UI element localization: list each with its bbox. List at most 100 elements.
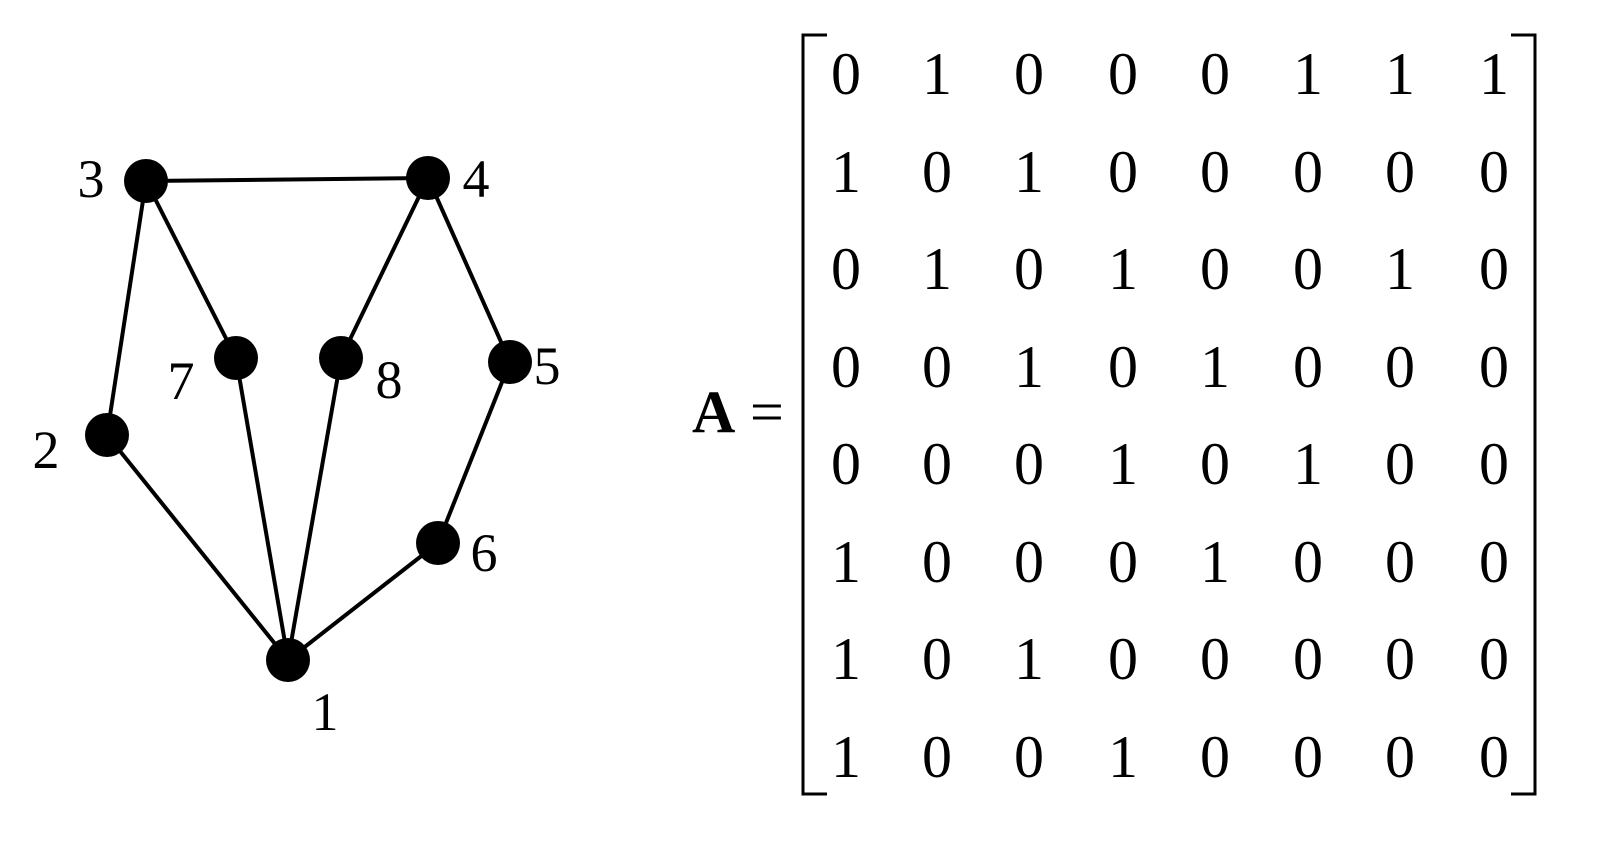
node-label-7: 7 (168, 351, 195, 411)
matrix-cell-r4-c8: 0 (1479, 334, 1509, 400)
matrix-cell-r3-c7: 1 (1385, 236, 1415, 302)
edge-3-4 (145, 176, 429, 183)
matrix-cell-r8-c5: 0 (1200, 724, 1230, 790)
matrix-cell-r3-c1: 0 (831, 236, 861, 302)
matrix-cell-r5-c5: 0 (1200, 431, 1230, 497)
matrix-cell-r7-c3: 1 (1014, 626, 1044, 692)
matrix-symbol: A (692, 379, 735, 445)
matrix-cell-r8-c7: 0 (1385, 724, 1415, 790)
matrix-cell-r8-c1: 1 (831, 724, 861, 790)
matrix-equals-sign: = (750, 379, 784, 445)
matrix-cell-r6-c6: 0 (1293, 529, 1323, 595)
matrix-cell-r5-c7: 0 (1385, 431, 1415, 497)
matrix-cell-r3-c8: 0 (1479, 236, 1509, 302)
matrix-cell-r7-c7: 0 (1385, 626, 1415, 692)
matrix-cell-r8-c3: 0 (1014, 724, 1044, 790)
node-label-4: 4 (463, 149, 490, 209)
matrix-cell-r3-c3: 0 (1014, 236, 1044, 302)
edge-3-2 (105, 180, 148, 436)
edge-4-8 (339, 177, 430, 359)
node-2 (85, 413, 129, 457)
matrix-cell-r7-c6: 0 (1293, 626, 1323, 692)
matrix-cell-r6-c8: 0 (1479, 529, 1509, 595)
matrix-cell-r2-c3: 1 (1014, 139, 1044, 205)
matrix-cell-r6-c1: 1 (831, 529, 861, 595)
node-6 (416, 521, 460, 565)
matrix-cell-r4-c2: 0 (922, 334, 952, 400)
matrix-cell-r5-c3: 0 (1014, 431, 1044, 497)
matrix-cell-r4-c4: 0 (1108, 334, 1138, 400)
matrix-cell-r4-c7: 0 (1385, 334, 1415, 400)
matrix-cell-r7-c8: 0 (1479, 626, 1509, 692)
matrix-cell-r8-c2: 0 (922, 724, 952, 790)
matrix-cell-r1-c6: 1 (1293, 41, 1323, 107)
matrix-cell-r8-c6: 0 (1293, 724, 1323, 790)
matrix-cell-r2-c7: 0 (1385, 139, 1415, 205)
matrix-cell-r5-c8: 0 (1479, 431, 1509, 497)
node-label-1: 1 (312, 682, 339, 742)
matrix-cell-r7-c1: 1 (831, 626, 861, 692)
matrix-cell-r6-c5: 1 (1200, 529, 1230, 595)
node-label-3: 3 (78, 149, 105, 209)
matrix-cell-r7-c2: 0 (922, 626, 952, 692)
matrix-cell-r6-c3: 0 (1014, 529, 1044, 595)
edge-8-1 (286, 357, 343, 661)
matrix-cell-r3-c6: 0 (1293, 236, 1323, 302)
matrix-cell-r1-c5: 0 (1200, 41, 1230, 107)
matrix-cell-r2-c4: 0 (1108, 139, 1138, 205)
matrix-cell-r4-c5: 1 (1200, 334, 1230, 400)
node-7 (214, 336, 258, 380)
matrix-cell-r5-c6: 1 (1293, 431, 1323, 497)
node-label-2: 2 (33, 420, 60, 480)
node-4 (406, 156, 450, 200)
node-label-5: 5 (534, 336, 561, 396)
matrix-cell-r3-c2: 1 (922, 236, 952, 302)
matrix-cell-r5-c1: 0 (831, 431, 861, 497)
matrix-cell-r1-c1: 0 (831, 41, 861, 107)
matrix-cell-r8-c4: 1 (1108, 724, 1138, 790)
matrix-cell-r2-c2: 0 (922, 139, 952, 205)
edge-3-7 (144, 180, 238, 359)
matrix-cell-r1-c7: 1 (1385, 41, 1415, 107)
matrix-cell-r4-c1: 0 (831, 334, 861, 400)
edge-6-1 (286, 541, 440, 662)
matrix-cell-r3-c5: 0 (1200, 236, 1230, 302)
matrix-cell-r5-c4: 1 (1108, 431, 1138, 497)
matrix-cell-r1-c8: 1 (1479, 41, 1509, 107)
node-1 (266, 638, 310, 682)
graph-edges (105, 176, 512, 662)
edge-4-5 (426, 177, 512, 363)
matrix-cell-r2-c1: 1 (831, 139, 861, 205)
matrix-cell-r6-c7: 0 (1385, 529, 1415, 595)
matrix-cell-r8-c8: 0 (1479, 724, 1509, 790)
matrix-cell-r7-c4: 0 (1108, 626, 1138, 692)
edge-2-1 (105, 433, 290, 662)
matrix-left-bracket (801, 33, 827, 796)
node-label-6: 6 (471, 523, 498, 583)
node-8 (319, 336, 363, 380)
graph-nodes (85, 156, 532, 682)
matrix-cell-r2-c5: 0 (1200, 139, 1230, 205)
edge-5-6 (436, 361, 512, 544)
matrix-cell-r1-c3: 0 (1014, 41, 1044, 107)
matrix-right-bracket (1511, 33, 1537, 796)
matrix-cell-r1-c4: 0 (1108, 41, 1138, 107)
edge-7-1 (234, 357, 290, 661)
matrix-cell-r1-c2: 1 (922, 41, 952, 107)
matrix-cell-r2-c8: 0 (1479, 139, 1509, 205)
node-3 (124, 159, 168, 203)
matrix-cell-r6-c4: 0 (1108, 529, 1138, 595)
matrix-cell-r4-c3: 1 (1014, 334, 1044, 400)
matrix-cell-r2-c6: 0 (1293, 139, 1323, 205)
matrix-cell-r5-c2: 0 (922, 431, 952, 497)
matrix-cell-r3-c4: 1 (1108, 236, 1138, 302)
matrix-cell-r7-c5: 0 (1200, 626, 1230, 692)
matrix-cell-r4-c6: 0 (1293, 334, 1323, 400)
node-5 (488, 340, 532, 384)
matrix-cell-r6-c2: 0 (922, 529, 952, 595)
